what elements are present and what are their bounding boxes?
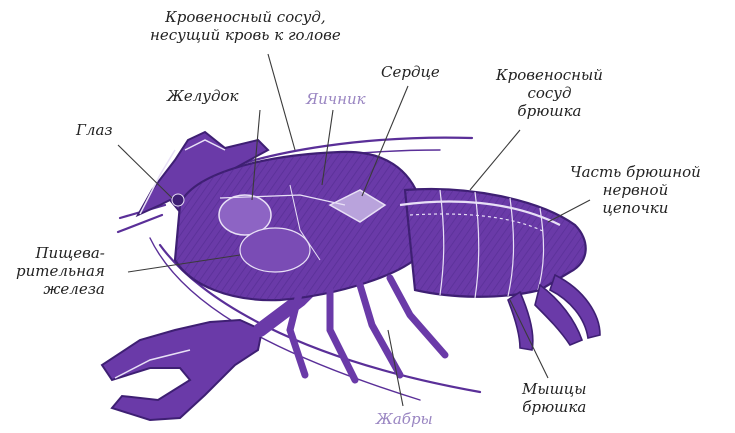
label-gills: Жабры	[376, 410, 433, 428]
label-eye: Глаз	[76, 121, 113, 139]
label-vessel-abdomen: Кровеносный сосуд брюшка	[496, 66, 603, 120]
label-stomach: Желудок	[167, 87, 238, 105]
label-vessel-head: Кровеносный сосуд, несущий кровь к голов…	[150, 8, 341, 44]
label-digestive-gland: Пищева- рительная железа	[16, 244, 105, 298]
label-muscles: Мышцы брюшка	[522, 380, 586, 416]
label-heart: Сердце	[381, 63, 440, 81]
label-ovary: Яичник	[306, 90, 366, 108]
label-nerve-chain: Часть брюшной нервной цепочки	[570, 163, 701, 217]
